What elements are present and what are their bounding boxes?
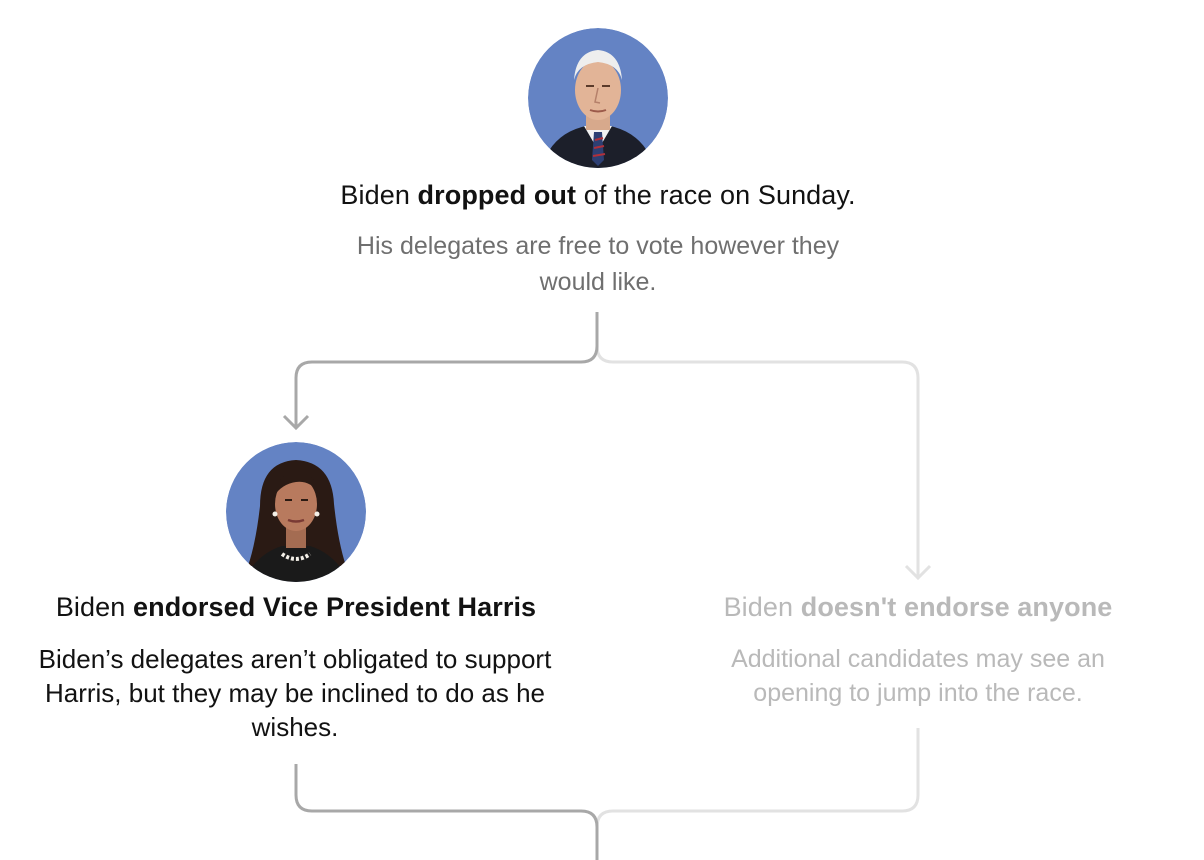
right-branch-subtext: Additional candidates may see an opening…	[731, 645, 1105, 707]
right-headline-bold: doesn't endorse anyone	[800, 592, 1113, 622]
connector-from-left-branch	[294, 764, 599, 860]
harris-portrait	[226, 442, 366, 582]
left-headline-pre: Biden	[55, 592, 133, 622]
arrowhead-right-branch-icon	[904, 564, 932, 581]
top-headline-pre: Biden	[340, 180, 418, 210]
left-headline-bold: endorsed Vice President Harris	[132, 592, 537, 622]
top-headline: Biden dropped out of the race on Sunday.	[250, 180, 946, 211]
top-subtext: His delegates are free to vote however t…	[356, 232, 840, 296]
biden-portrait	[528, 28, 668, 168]
right-headline-pre: Biden	[723, 592, 801, 622]
arrowhead-left-branch-icon	[282, 414, 310, 431]
left-branch-subtext: Biden’s delegates aren’t obligated to su…	[38, 644, 552, 742]
top-headline-post: of the race on Sunday.	[576, 180, 856, 210]
connector-from-right-branch	[595, 728, 920, 828]
top-headline-bold: dropped out	[417, 180, 577, 210]
connector-to-right-branch	[595, 312, 920, 578]
left-branch-headline: Biden endorsed Vice President Harris	[16, 592, 576, 623]
right-branch-headline: Biden doesn't endorse anyone	[676, 592, 1160, 623]
connector-to-left-branch	[294, 312, 599, 428]
